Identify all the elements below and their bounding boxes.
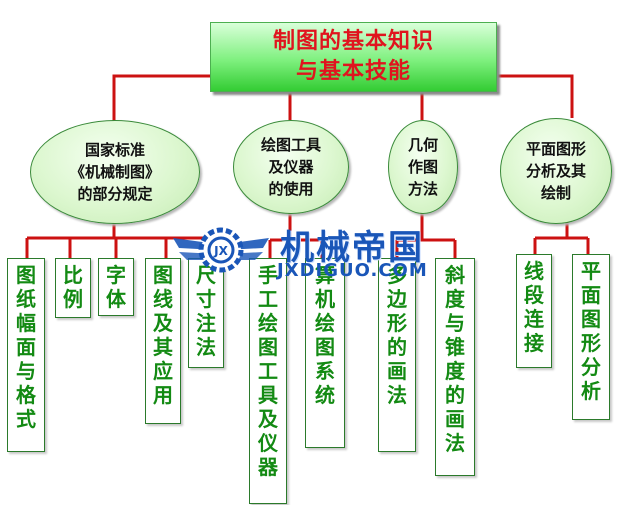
leaf-dimensioning: 尺寸注法 [188,258,224,368]
branch-label: 国家标准 [84,141,145,159]
leaf-polygon-method: 多边形的画法 [378,258,416,452]
watermark-logo: JX 机械帝国 JXDIGUO.COM [165,214,465,286]
svg-text:JX: JX [213,244,228,258]
branch-plane-figure: 平面图形 分析及其 绘制 [500,118,612,224]
root-node: 制图的基本知识 与基本技能 [210,22,497,92]
gear-wings-icon: JX [173,227,269,273]
branch-geometric-construction: 几何 作图 方法 [388,120,458,214]
branch-label: 分析及其 [525,162,586,180]
branch-label: 几何 [407,136,438,154]
leaf-manual-tools: 手工绘图工具及仪器 [249,258,287,504]
branch-label: 平面图形 [525,140,586,158]
leaf-segment-connection: 线段连接 [516,254,552,368]
connector-root-right [495,74,574,118]
leaf-lines-usage: 图线及其应用 [145,258,181,424]
branch-label: 《机械制图》 [69,163,160,181]
branch-national-standard: 国家标准 《机械制图》 的部分规定 [30,120,200,224]
leaf-scale: 比例 [55,258,91,318]
leaf-computer-drawing: 算机绘图系统 [305,258,345,448]
branch-label: 作图 [407,158,438,176]
branch-label: 方法 [407,180,438,198]
branch-label: 及仪器 [268,158,314,176]
branch-label: 绘图工具 [260,136,321,154]
leaf-paper-format: 图纸幅面与格式 [7,258,45,452]
branch-label: 的部分规定 [77,185,153,203]
branch-drawing-tools: 绘图工具 及仪器 的使用 [233,120,349,214]
root-title-line2: 与基本技能 [295,59,411,84]
leaf-figure-analysis: 平面图形分析 [572,254,610,420]
watermark-subtitle: JXDIGUO.COM [277,260,428,281]
root-title-line1: 制图的基本知识 [272,29,434,54]
watermark-title: 机械帝国 [280,228,424,268]
leaf-taper-method: 斜度与锥度的画法 [435,258,475,476]
leaf-font: 字体 [98,258,134,316]
branch-label: 绘制 [540,184,571,202]
connector-root-left [112,74,210,132]
branch-label: 的使用 [268,180,314,198]
